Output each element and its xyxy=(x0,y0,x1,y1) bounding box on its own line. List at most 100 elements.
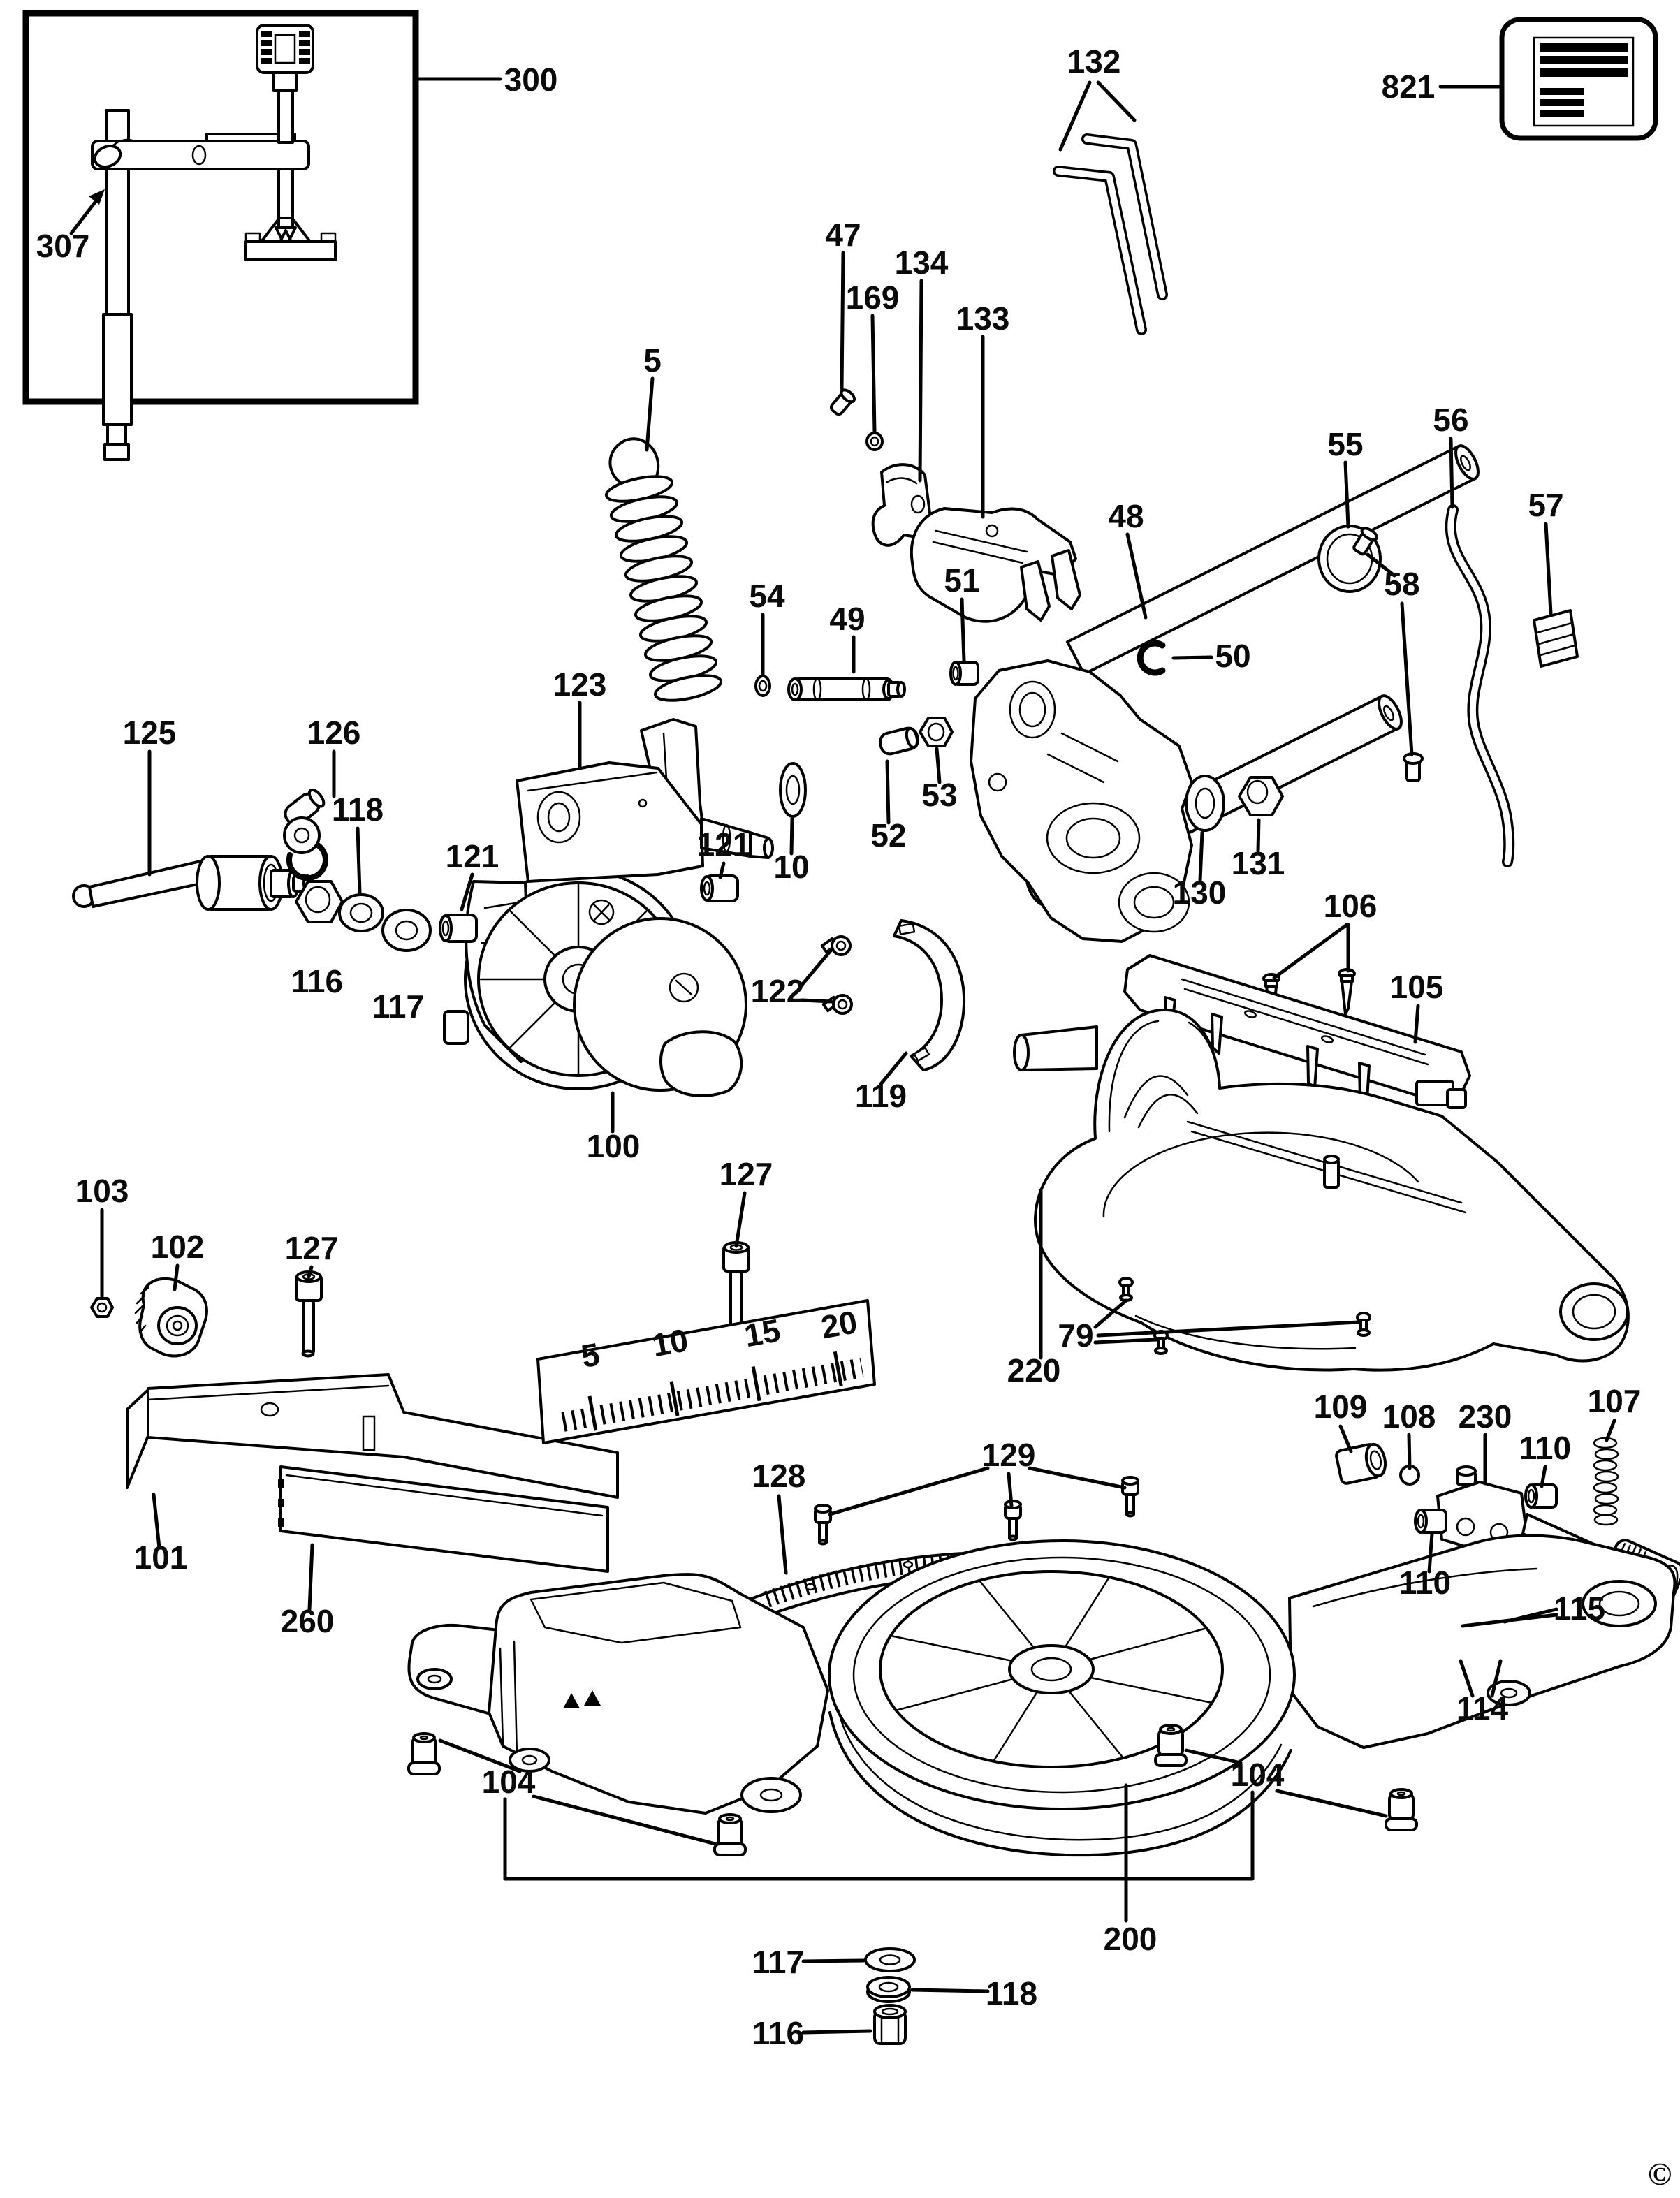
part-53-nut xyxy=(919,717,954,747)
leader-79-a xyxy=(1093,1298,1128,1329)
clamp-knob-face xyxy=(274,34,296,64)
base-front-wall xyxy=(828,1711,1292,1857)
label-49: 49 xyxy=(829,601,865,637)
label-114: 114 xyxy=(1456,1690,1509,1727)
leader-132-b xyxy=(1096,80,1137,122)
leader-48 xyxy=(1125,532,1148,620)
part-118-washer-a xyxy=(338,893,384,932)
part-101-fence xyxy=(126,1373,619,1499)
label-103: 103 xyxy=(75,1173,129,1209)
leader-116-b xyxy=(801,2029,872,2035)
leader-101 xyxy=(152,1493,161,1550)
leader-lines xyxy=(69,77,1616,2035)
part-110-bushing-a xyxy=(1524,1483,1558,1509)
label-127-a: 127 xyxy=(285,1230,339,1266)
label-128: 128 xyxy=(752,1458,806,1494)
leader-51 xyxy=(960,597,966,663)
clamp-foot-base xyxy=(244,240,337,261)
leader-58-b xyxy=(1400,601,1414,756)
label-129: 129 xyxy=(982,1437,1036,1473)
label-821: 821 xyxy=(1382,68,1436,105)
scale-num-20: 20 xyxy=(819,1303,860,1345)
label-122: 122 xyxy=(751,973,805,1009)
leader-105 xyxy=(1413,1004,1420,1044)
leader-118-a xyxy=(356,826,362,895)
leader-57 xyxy=(1544,522,1553,615)
label-100: 100 xyxy=(587,1128,641,1164)
leader-104-b2 xyxy=(1275,1789,1388,1818)
leader-129-c xyxy=(1028,1466,1127,1490)
leader-108 xyxy=(1407,1433,1412,1470)
part-126-cam xyxy=(283,788,328,881)
part-51-sleeve xyxy=(949,661,979,686)
leader-107 xyxy=(1605,1419,1616,1442)
leader-53 xyxy=(935,747,942,784)
label-119: 119 xyxy=(855,1078,907,1114)
clamp-screw-upper xyxy=(277,89,294,144)
base-left-tower xyxy=(488,1573,829,1815)
leader-121-b xyxy=(718,861,726,879)
part-220-turntable xyxy=(1013,1009,1630,1372)
foot-104-d xyxy=(1385,1788,1418,1831)
leader-56 xyxy=(1449,437,1454,509)
part-116-nut-b xyxy=(873,2004,907,2045)
part-116-nut-a xyxy=(295,880,344,923)
leader-5 xyxy=(645,376,655,452)
scale-num-15: 15 xyxy=(742,1312,783,1354)
leader-169 xyxy=(870,314,877,434)
label-115: 115 xyxy=(1554,1590,1605,1627)
foot-104-b xyxy=(713,1813,747,1856)
clamp-arm-hole xyxy=(191,145,207,166)
inset-box xyxy=(22,10,419,405)
clamp-knob-knurl xyxy=(261,31,310,64)
scale-minor-ticks xyxy=(561,1358,864,1432)
leader-119 xyxy=(879,1051,908,1086)
label-131: 131 xyxy=(1232,845,1285,881)
label-132: 132 xyxy=(1067,43,1121,80)
label-104-a: 104 xyxy=(482,1764,536,1800)
part-119-guard xyxy=(893,919,966,1071)
label-300: 300 xyxy=(504,61,558,98)
label-51: 51 xyxy=(944,562,979,599)
label-220: 220 xyxy=(1007,1352,1061,1389)
label-133: 133 xyxy=(956,300,1010,337)
label-105: 105 xyxy=(1390,969,1444,1005)
part-125-lever xyxy=(72,855,312,911)
label-307: 307 xyxy=(36,228,90,264)
leader-50 xyxy=(1171,655,1213,660)
label-79: 79 xyxy=(1058,1317,1093,1354)
leader-121-a xyxy=(460,872,474,911)
label-53: 53 xyxy=(921,777,957,813)
label-101: 101 xyxy=(134,1539,188,1576)
part-5-spring xyxy=(604,437,723,702)
part-134-latch xyxy=(871,463,933,547)
part-52-pin xyxy=(878,726,920,756)
part-130-washer xyxy=(1185,775,1225,832)
part-79-screws xyxy=(1118,1277,1371,1355)
leader-307-arrowhead xyxy=(89,189,105,205)
part-107-spring xyxy=(1593,1437,1619,1526)
part-58-screw-b xyxy=(1403,752,1424,782)
leader-10 xyxy=(789,816,794,856)
label-50: 50 xyxy=(1215,638,1250,674)
label-108: 108 xyxy=(1382,1398,1436,1435)
label-106: 106 xyxy=(1324,888,1378,924)
label-57: 57 xyxy=(1528,487,1563,523)
label-5: 5 xyxy=(643,342,662,379)
foot-104-c xyxy=(1154,1724,1188,1767)
part-10-washer xyxy=(779,762,807,818)
label-52: 52 xyxy=(870,817,906,853)
label-230: 230 xyxy=(1459,1398,1512,1435)
label-117-b: 117 xyxy=(752,1944,804,1980)
part-106-screws xyxy=(1262,968,1356,1025)
leader-52 xyxy=(885,759,891,825)
part-129-screws xyxy=(814,1476,1139,1546)
part-101-scale-plate xyxy=(536,1299,876,1444)
leader-134 xyxy=(918,279,923,483)
label-130: 130 xyxy=(1173,874,1227,911)
label-169: 169 xyxy=(846,279,900,316)
part-131-nut xyxy=(1238,776,1284,816)
leader-110-b xyxy=(1427,1532,1434,1574)
part-103-nut xyxy=(90,1297,114,1318)
